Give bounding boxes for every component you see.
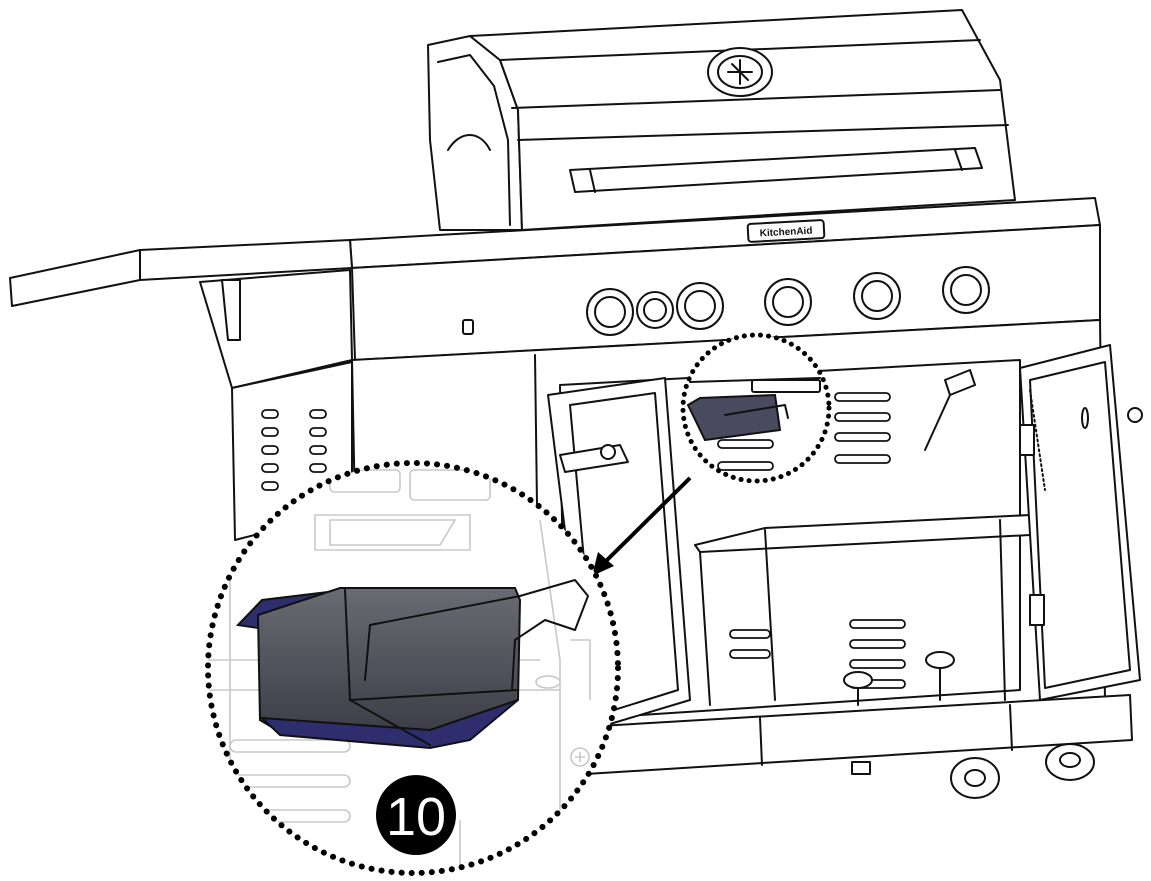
hood-handle [569,147,983,193]
cabinet-door-right [1019,344,1143,701]
grill-cabinet [231,319,1143,799]
side-shelf-left [9,239,353,389]
leveling-knobs [843,651,955,706]
thermometer-icon [707,47,773,97]
large-dotted-circle [205,460,621,876]
casters [851,743,1095,799]
small-dotted-circle [680,332,832,484]
gas-regulator [924,369,976,451]
arrow-icon [592,476,692,576]
grill-hood [427,9,1016,231]
magnified-callout [205,460,621,876]
control-panel [351,224,1101,361]
brand-label: KitchenAid [759,226,812,240]
burner-knobs [586,266,990,336]
tray-location-callout [680,332,832,484]
grease-tray [235,579,589,750]
step-number-badge: 10 [376,775,456,855]
step-number: 10 [386,787,446,847]
side-vents [261,409,327,491]
